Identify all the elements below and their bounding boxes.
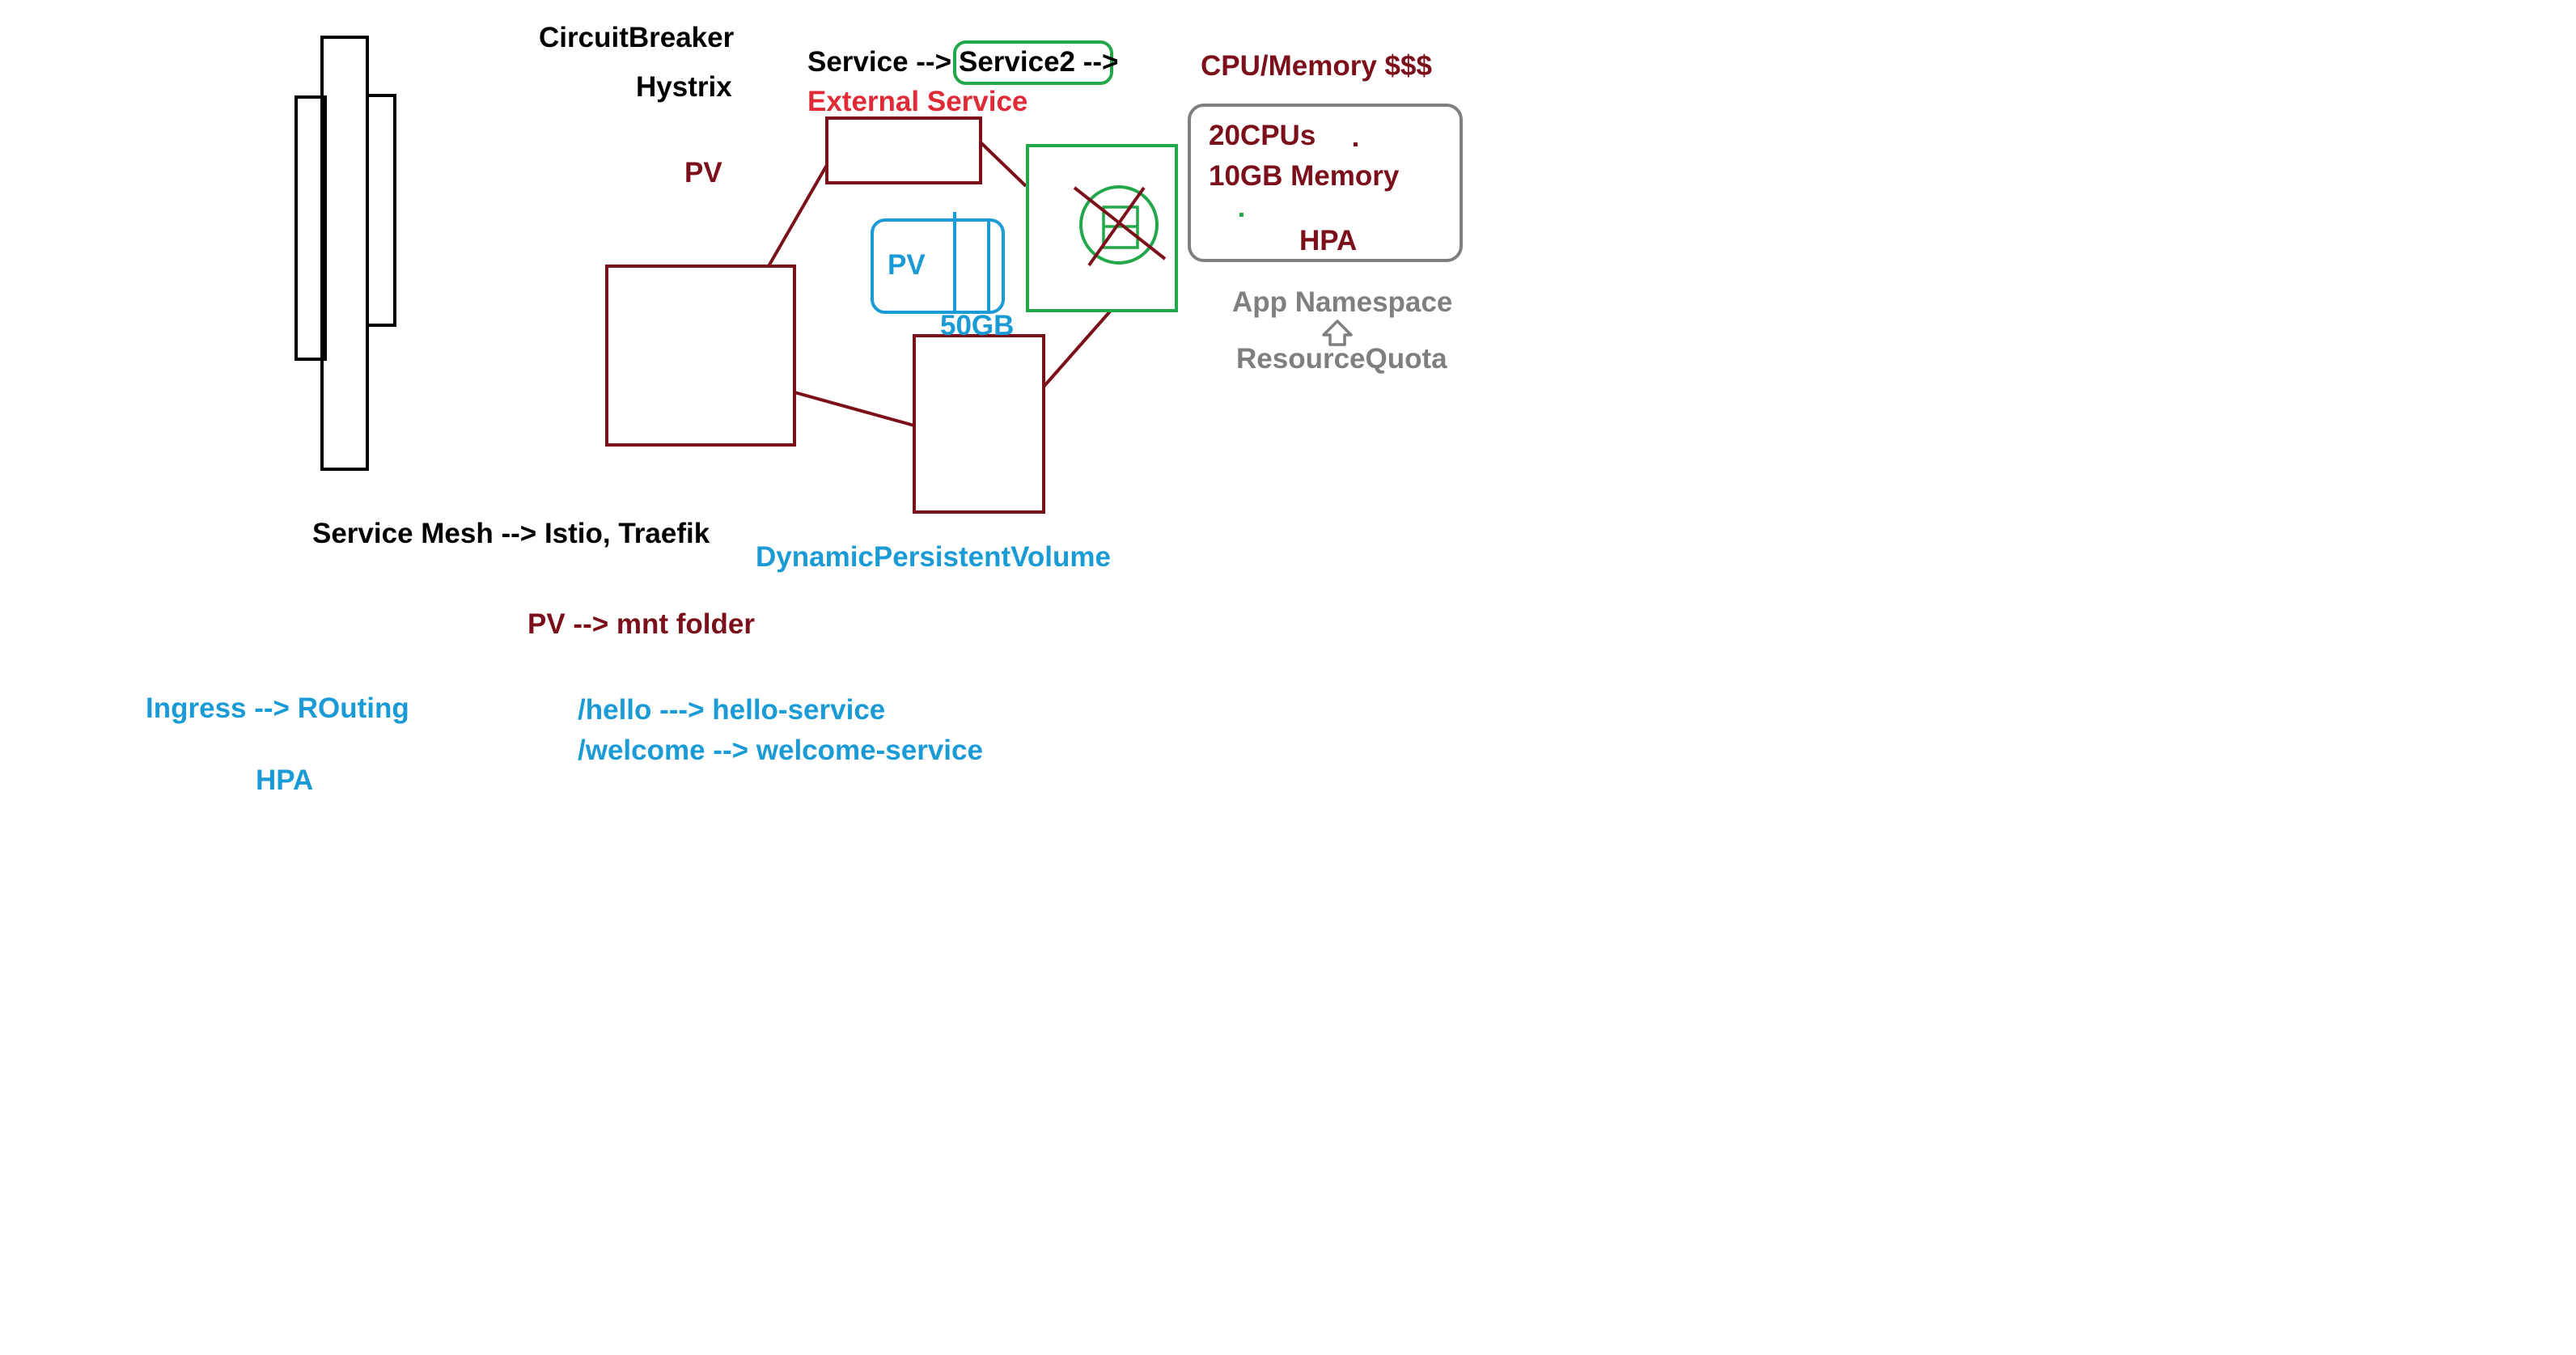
pv-volume-body [871, 218, 1005, 314]
service2-label: Service2 --> [959, 46, 1119, 78]
cpus-label: 20CPUs [1209, 120, 1316, 151]
pod-bar-left [294, 95, 327, 361]
route-hello-label: /hello ---> hello-service [578, 694, 886, 726]
app-namespace-label: App Namespace [1232, 286, 1453, 318]
pv-volume-shape [871, 212, 1005, 314]
service-box-large [605, 265, 796, 447]
service-box-bottom [913, 334, 1045, 514]
service-graph [605, 116, 1112, 514]
service2-highlight [953, 40, 1113, 85]
hystrix-label: Hystrix [636, 71, 732, 103]
dynamic-pv-label: DynamicPersistentVolume [756, 541, 1111, 573]
external-service-label: External Service [807, 86, 1028, 117]
circuit-breaker-label: CircuitBreaker [539, 22, 735, 53]
connector-bottom-to-green [1042, 310, 1112, 388]
pod-bars [294, 36, 396, 471]
memory-label: 10GB Memory [1209, 160, 1400, 192]
connector-large-to-bottom [794, 391, 915, 427]
pod-bar-right [366, 94, 396, 327]
service-mesh-label: Service Mesh --> Istio, Traefik [312, 518, 710, 549]
service-box-top [825, 116, 982, 184]
cross-mark-b [1087, 186, 1146, 267]
volume-size-label: 50GB [940, 310, 1015, 341]
pv-mnt-label: PV --> mnt folder [527, 608, 755, 640]
connector-large-to-top [767, 164, 828, 267]
resource-quota-box [1188, 104, 1463, 262]
ingress-label: Ingress --> ROuting [146, 692, 409, 724]
quota-dot-maroon [1354, 142, 1358, 146]
route-welcome-label: /welcome --> welcome-service [578, 735, 983, 766]
quota-dot-green [1239, 213, 1244, 217]
pod-bar-center [320, 36, 369, 471]
failed-service [1026, 144, 1178, 312]
namespace-up-arrow-icon [1322, 320, 1353, 346]
hpa-quota-label: HPA [1299, 225, 1358, 256]
failed-service-circle [1079, 185, 1159, 265]
pv-volume-label: PV [888, 249, 926, 281]
hpa-bottom-label: HPA [256, 764, 314, 796]
service-flow-label: Service --> [807, 46, 952, 78]
pv-top-label: PV [684, 157, 722, 188]
connector-top-to-green [979, 141, 1027, 188]
cpu-memory-label: CPU/Memory $$$ [1201, 50, 1432, 82]
failed-service-box [1026, 144, 1178, 312]
resource-quota-label: ResourceQuota [1236, 343, 1447, 375]
